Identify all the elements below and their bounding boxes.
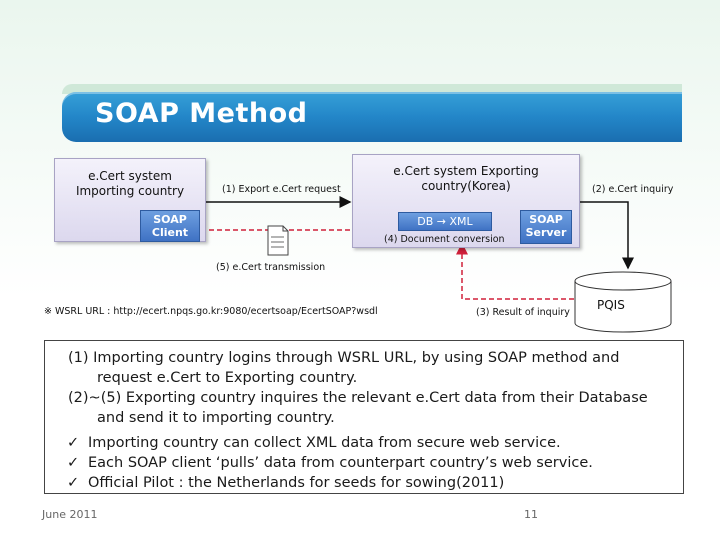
- footer-date: June 2011: [42, 508, 98, 521]
- check-item: Importing country can collect XML data f…: [88, 435, 561, 451]
- title-bar-accent: [62, 84, 682, 94]
- soap-server-box: SOAP Server: [520, 210, 572, 244]
- check-icon: ✓: [67, 435, 80, 451]
- slide-title: SOAP Method: [95, 98, 308, 129]
- step1-label: (1) Export e.Cert request: [222, 184, 341, 195]
- inquiry-arrow: [578, 201, 634, 270]
- check-item: Each SOAP client ‘pulls’ data from count…: [88, 455, 593, 471]
- step3-label: (3) Result of inquiry: [476, 307, 570, 318]
- title-bar: [62, 92, 682, 142]
- step4-label: (4) Document conversion: [384, 234, 505, 245]
- note2-line2: and send it to importing country.: [97, 410, 335, 426]
- result-arrow: [456, 242, 574, 300]
- notes-box: [44, 340, 684, 494]
- note1-line1: (1) Importing country logins through WSR…: [68, 350, 620, 366]
- importer-box-label: e.Cert system Importing country: [75, 169, 185, 198]
- check-icon: ✓: [67, 455, 80, 471]
- exporter-box-label: e.Cert system Exporting country(Korea): [393, 164, 539, 193]
- pqis-database-icon: [574, 271, 672, 333]
- document-icon: [267, 225, 289, 256]
- page-number: 11: [524, 508, 538, 521]
- pqis-label: PQIS: [597, 298, 625, 312]
- soap-client-box: SOAP Client: [140, 210, 200, 242]
- step5-label: (5) e.Cert transmission: [216, 262, 326, 273]
- soap-server-label: SOAP Server: [525, 213, 567, 239]
- step2-label: (2) e.Cert inquiry: [592, 184, 674, 195]
- check-item: Official Pilot : the Netherlands for see…: [88, 475, 505, 491]
- note1-line2: request e.Cert to Exporting country.: [97, 370, 358, 386]
- note2-line1: (2)~(5) Exporting country inquires the r…: [68, 390, 648, 406]
- db-xml-label: DB → XML: [417, 215, 473, 228]
- soap-client-label: SOAP Client: [151, 213, 189, 239]
- wsrl-url: ※ WSRL URL : http://ecert.npqs.go.kr:908…: [44, 306, 378, 317]
- check-icon: ✓: [67, 475, 80, 491]
- db-xml-box: DB → XML: [398, 212, 492, 231]
